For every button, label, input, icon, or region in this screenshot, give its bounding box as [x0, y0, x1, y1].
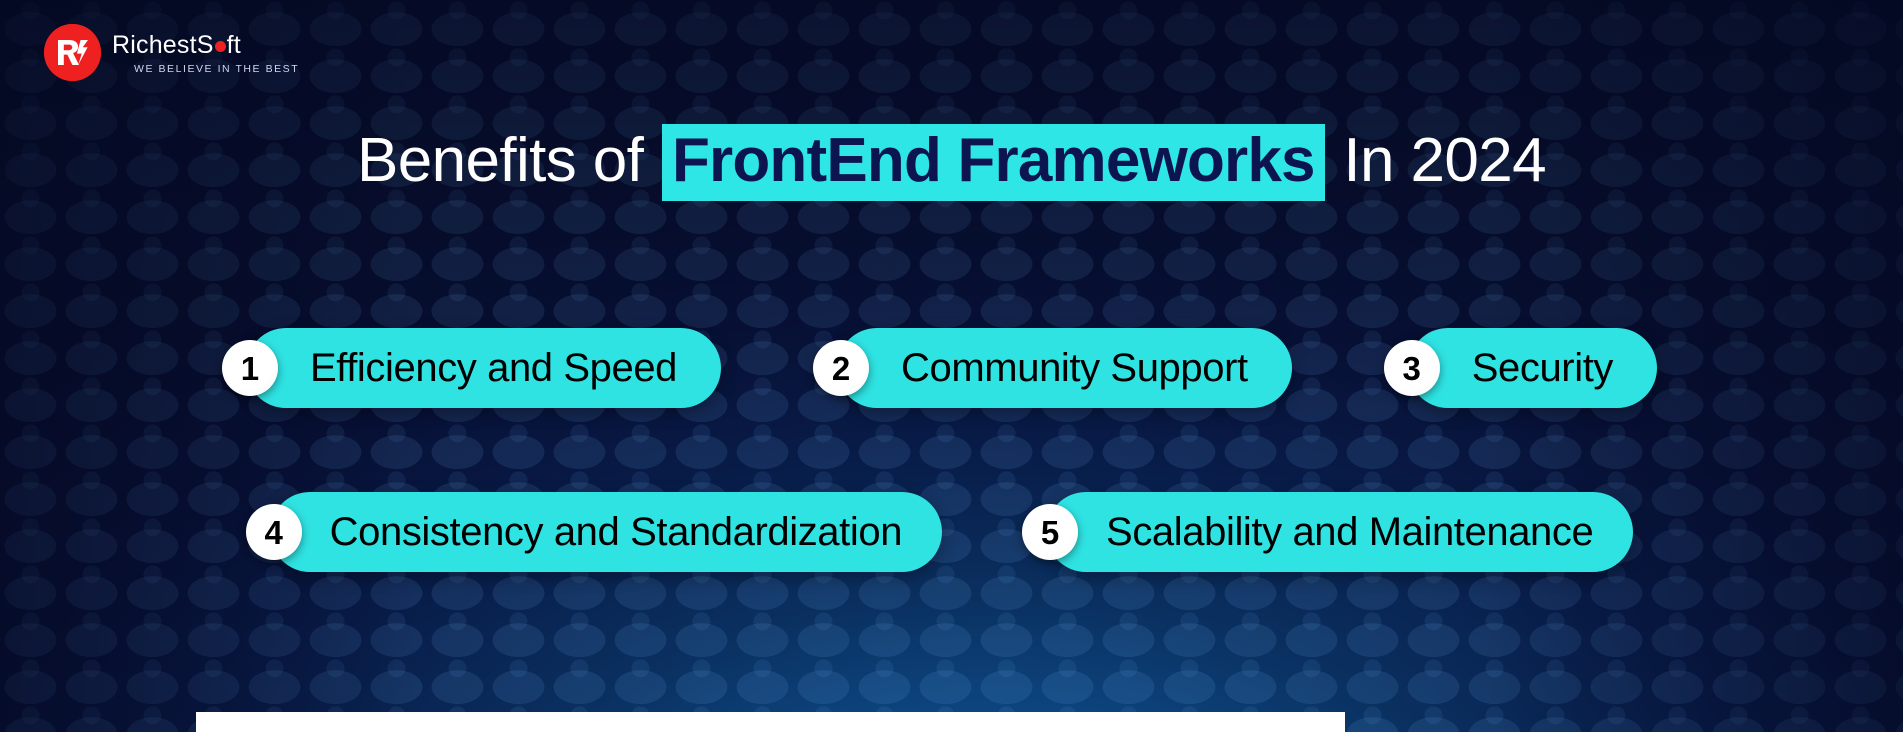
benefit-item-4[interactable]: 4 Consistency and Standardization	[245, 492, 943, 572]
benefit-pill[interactable]: Consistency and Standardization	[269, 492, 943, 572]
brand-wordmark: RichestS ft WE BELIEVE IN THE BEST	[112, 31, 299, 75]
page-title: Benefits of FrontEnd Frameworks In 2024	[0, 123, 1903, 201]
benefit-pill[interactable]: Community Support	[837, 328, 1292, 408]
benefits-row-bottom: 4 Consistency and Standardization 5 Scal…	[0, 492, 1903, 572]
benefit-number-badge: 2	[813, 340, 870, 396]
benefit-label: Community Support	[901, 346, 1248, 390]
benefit-label: Consistency and Standardization	[329, 510, 903, 554]
brand-tagline: WE BELIEVE IN THE BEST	[134, 62, 300, 75]
benefit-pill[interactable]: Security	[1407, 328, 1658, 408]
benefit-label: Security	[1471, 346, 1614, 390]
brand-name-part2: ft	[226, 30, 241, 59]
benefit-label: Efficiency and Speed	[309, 346, 678, 390]
brand-name-part1: RichestS	[112, 30, 214, 59]
rs-monogram-icon	[44, 24, 101, 81]
benefit-number: 5	[1040, 513, 1060, 551]
benefit-label: Scalability and Maintenance	[1106, 510, 1594, 554]
benefit-number-badge: 4	[245, 504, 302, 560]
brand-name: RichestS ft	[112, 30, 299, 59]
benefit-number-badge: 5	[1022, 504, 1079, 560]
brand-dot-icon	[214, 40, 226, 52]
benefit-number: 4	[264, 513, 283, 551]
benefit-pill[interactable]: Efficiency and Speed	[245, 328, 722, 408]
benefit-pill[interactable]: Scalability and Maintenance	[1046, 492, 1634, 572]
benefit-item-3[interactable]: 3 Security	[1383, 328, 1658, 408]
title-highlight: FrontEnd Frameworks	[661, 123, 1325, 201]
brand-logo[interactable]: RichestS ft WE BELIEVE IN THE BEST	[44, 24, 299, 81]
bottom-content-panel	[196, 712, 1345, 732]
benefits-row-top: 1 Efficiency and Speed 2 Community Suppo…	[0, 328, 1903, 408]
benefit-item-2[interactable]: 2 Community Support	[813, 328, 1292, 408]
benefit-number: 1	[240, 349, 260, 387]
benefit-number: 2	[831, 349, 851, 387]
benefit-item-5[interactable]: 5 Scalability and Maintenance	[1022, 492, 1634, 572]
benefit-number: 3	[1402, 349, 1421, 387]
title-suffix: In 2024	[1343, 125, 1547, 195]
benefit-number-badge: 3	[1383, 340, 1440, 396]
title-prefix: Benefits of	[356, 125, 644, 195]
benefit-item-1[interactable]: 1 Efficiency and Speed	[221, 328, 722, 408]
benefit-number-badge: 1	[221, 340, 278, 396]
